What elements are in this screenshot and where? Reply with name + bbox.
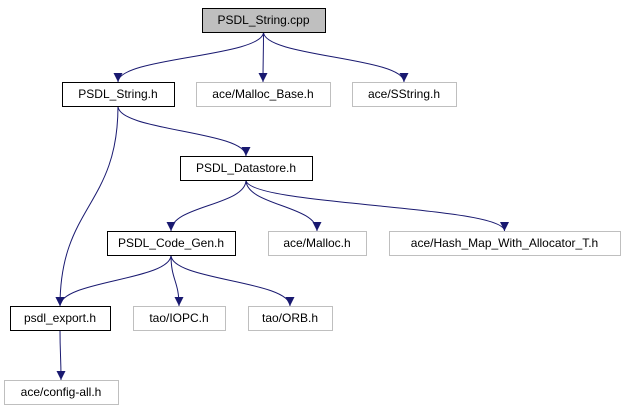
node-label: ace/Malloc.h [283,236,350,250]
node-psdl-string-cpp: PSDL_String.cpp [202,8,326,33]
node-box [389,231,621,256]
node-box [248,306,333,331]
node-box [180,156,313,181]
node-psdl-datastore-h[interactable]: PSDL_Datastore.h [180,156,313,181]
node-label: psdl_export.h [24,311,96,325]
edge-psdl-datastore-h-to-psdl-code-gen-h [166,179,247,232]
node-label: ace/Malloc_Base.h [212,87,313,101]
node-box [10,306,111,331]
node-label: PSDL_Code_Gen.h [118,236,224,250]
node-psdl-export-h[interactable]: psdl_export.h [10,306,111,331]
edge-psdl-string-h-to-psdl-datastore-h [117,105,251,157]
node-label: PSDL_String.h [78,87,157,101]
node-box [62,82,175,107]
node-box [202,8,326,33]
node-ace-config-all-h: ace/config-all.h [4,380,119,405]
node-box [133,306,226,331]
node-psdl-string-h[interactable]: PSDL_String.h [62,82,175,107]
node-ace-malloc-base-h: ace/Malloc_Base.h [196,82,331,107]
edges [55,31,509,381]
edge-psdl-string-cpp-to-psdl-string-h [113,31,264,83]
node-ace-sstring-h: ace/SString.h [352,82,457,107]
node-label: tao/IOPC.h [149,311,208,325]
edge-psdl-code-gen-h-to-psdl-export-h [55,254,172,307]
node-box [268,231,367,256]
edge-psdl-datastore-h-to-ace-hash-map-h [245,179,509,232]
node-box [352,82,457,107]
edge-psdl-string-cpp-to-ace-malloc-base-h [258,31,268,83]
node-label: ace/SString.h [368,87,440,101]
edge-psdl-code-gen-h-to-tao-iopc-h [170,254,184,307]
node-tao-iopc-h: tao/IOPC.h [133,306,226,331]
edge-psdl-datastore-h-to-ace-malloc-h [245,179,322,232]
node-ace-malloc-h: ace/Malloc.h [268,231,367,256]
node-label: PSDL_Datastore.h [196,161,296,175]
node-label: PSDL_String.cpp [217,13,309,27]
node-label: tao/ORB.h [262,311,318,325]
edge-psdl-string-cpp-to-ace-sstring-h [263,31,409,83]
edge-psdl-code-gen-h-to-tao-orb-h [170,254,295,307]
node-ace-hash-map-h: ace/Hash_Map_With_Allocator_T.h [389,231,621,256]
node-label: ace/config-all.h [21,385,102,399]
node-box [107,231,236,256]
node-label: ace/Hash_Map_With_Allocator_T.h [411,236,598,250]
node-tao-orb-h: tao/ORB.h [248,306,333,331]
node-box [196,82,331,107]
edge-psdl-string-h-to-psdl-export-h [55,105,119,307]
node-psdl-code-gen-h[interactable]: PSDL_Code_Gen.h [107,231,236,256]
edge-psdl-export-h-to-ace-config-all-h [56,329,66,381]
node-box [4,380,119,405]
